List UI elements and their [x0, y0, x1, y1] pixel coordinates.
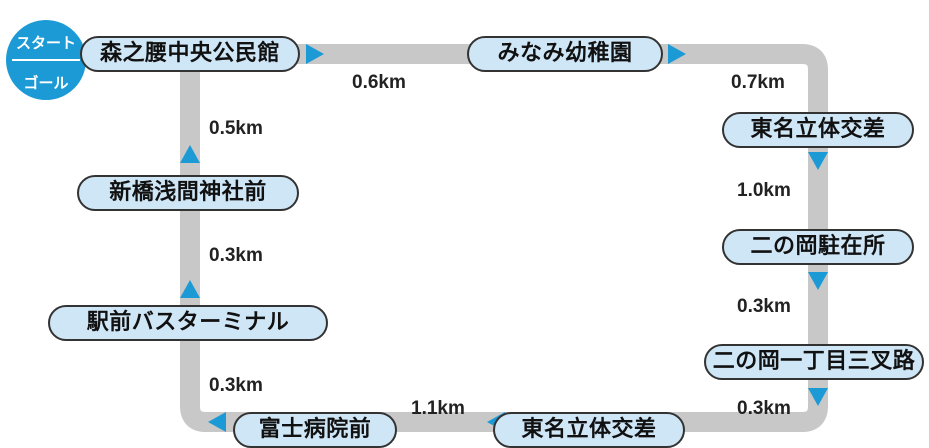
direction-arrow-right-1 — [306, 44, 324, 64]
distance-label: 0.3km — [209, 245, 263, 266]
direction-arrow-right-2 — [668, 44, 686, 64]
goal-label: ゴール — [23, 74, 69, 92]
distance-label: 1.1km — [411, 398, 465, 419]
distance-label: 0.3km — [737, 398, 791, 419]
distance-label: 1.0km — [737, 180, 791, 201]
distance-label: 0.7km — [731, 72, 785, 93]
stop-tomei-overpass-south: 東名立体交差 — [493, 412, 685, 448]
stop-ninooka-1chome-junction: 二の岡一丁目三叉路 — [704, 344, 924, 380]
distance-label: 0.3km — [737, 296, 791, 317]
direction-arrow-down-1 — [808, 152, 828, 170]
direction-arrow-up-2 — [180, 145, 200, 163]
stop-tomei-overpass-east: 東名立体交差 — [722, 112, 914, 148]
stop-ninooka-police-box: 二の岡駐在所 — [722, 229, 914, 265]
start-goal-badge: スタート ゴール — [6, 20, 86, 100]
start-label: スタート — [15, 34, 76, 52]
distance-label: 0.5km — [209, 118, 263, 139]
route-line — [180, 44, 828, 432]
stop-ekimae-bus-terminal: 駅前バスターミナル — [48, 305, 328, 341]
direction-arrow-left-2 — [208, 412, 226, 432]
stop-minami-kindergarten: みなみ幼稚園 — [467, 36, 663, 72]
direction-arrow-down-2 — [808, 272, 828, 290]
badge-divider — [12, 59, 80, 61]
direction-arrow-up-1 — [180, 280, 200, 298]
distance-label: 0.3km — [209, 375, 263, 396]
stop-morinokoshi-community-center: 森之腰中央公民館 — [80, 36, 300, 72]
stop-shinbashi-sengen-shrine: 新橋浅間神社前 — [77, 175, 299, 211]
stop-fuji-hospital: 富士病院前 — [233, 412, 397, 448]
distance-label: 0.6km — [352, 72, 406, 93]
direction-arrow-down-3 — [808, 388, 828, 406]
